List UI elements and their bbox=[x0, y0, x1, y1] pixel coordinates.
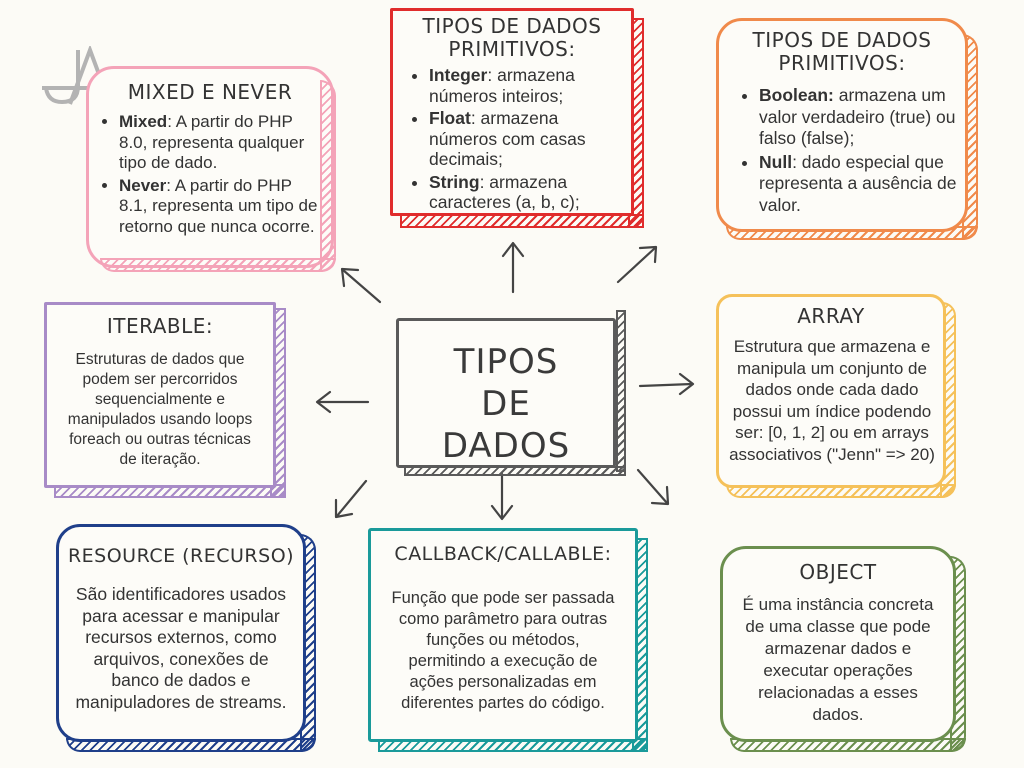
array-card: ARRAY Estrutura que armazena e manipula … bbox=[716, 294, 946, 488]
iterable-title: ITERABLE: bbox=[106, 314, 214, 338]
list-item: Never: A partir do PHP 8.1, representa u… bbox=[119, 176, 321, 238]
mixed-never-card: MIXED E NEVER Mixed: A partir do PHP 8.0… bbox=[86, 66, 334, 268]
list-item: Mixed: A partir do PHP 8.0, representa q… bbox=[119, 112, 321, 174]
arrow-up-right-icon bbox=[616, 245, 658, 284]
central-title-line-2: DE bbox=[481, 384, 531, 424]
list-item: Null: dado especial que representa a aus… bbox=[759, 152, 957, 217]
list-item: Float: armazena números com casas decima… bbox=[429, 108, 625, 170]
object-title: OBJECT bbox=[799, 560, 877, 584]
primitive-title-line-1: TIPOS DE DADOS bbox=[752, 28, 932, 52]
object-text: É uma instância concreta de uma classe q… bbox=[742, 595, 934, 724]
mixed-never-title: MIXED E NEVER bbox=[127, 80, 293, 104]
primitive-types-card-1: TIPOS DE DADOS PRIMITIVOS: Integer: arma… bbox=[390, 8, 634, 216]
arrow-down-left-icon bbox=[334, 479, 368, 519]
central-topic-card: TIPOS DE DADOS bbox=[396, 318, 616, 468]
array-text: Estrutura que armazena e manipula um con… bbox=[729, 337, 935, 464]
iterable-card: ITERABLE: Estruturas de dados que podem … bbox=[44, 302, 276, 488]
callback-title: CALLBACK/CALLABLE: bbox=[394, 543, 612, 565]
list-item: Integer: armazena números inteiros; bbox=[429, 65, 625, 106]
list-item: String: armazena caracteres (a, b, c); bbox=[429, 172, 625, 213]
primitive-title-line-1: TIPOS DE DADOS bbox=[422, 14, 602, 38]
resource-title: RESOURCE (RECURSO) bbox=[67, 545, 295, 567]
resource-card: RESOURCE (RECURSO) São identificadores u… bbox=[56, 524, 306, 742]
arrow-up-left-icon bbox=[340, 267, 382, 304]
primitive-title-line-2: PRIMITIVOS: bbox=[778, 51, 906, 75]
central-title-line-3: DADOS bbox=[441, 426, 571, 466]
arrow-down-icon bbox=[490, 472, 514, 521]
object-card: OBJECT É uma instância concreta de uma c… bbox=[720, 546, 956, 742]
list-item: Boolean: armazena um valor verdadeiro (t… bbox=[759, 85, 957, 150]
arrow-left-icon bbox=[315, 390, 370, 414]
array-title: ARRAY bbox=[797, 304, 865, 328]
central-title-line-1: TIPOS bbox=[453, 342, 559, 382]
primitive-title-line-2: PRIMITIVOS: bbox=[448, 37, 576, 61]
arrow-down-right-icon bbox=[636, 468, 670, 506]
callback-text: Função que pode ser passada como parâmet… bbox=[391, 589, 615, 712]
arrow-up-icon bbox=[501, 241, 525, 294]
iterable-text: Estruturas de dados que podem ser percor… bbox=[67, 351, 253, 468]
arrow-right-icon bbox=[638, 372, 695, 396]
callback-card: CALLBACK/CALLABLE: Função que pode ser p… bbox=[368, 528, 638, 742]
resource-text: São identificadores usados para acessar … bbox=[75, 584, 287, 712]
primitive-types-card-2: TIPOS DE DADOS PRIMITIVOS: Boolean: arma… bbox=[716, 18, 968, 232]
